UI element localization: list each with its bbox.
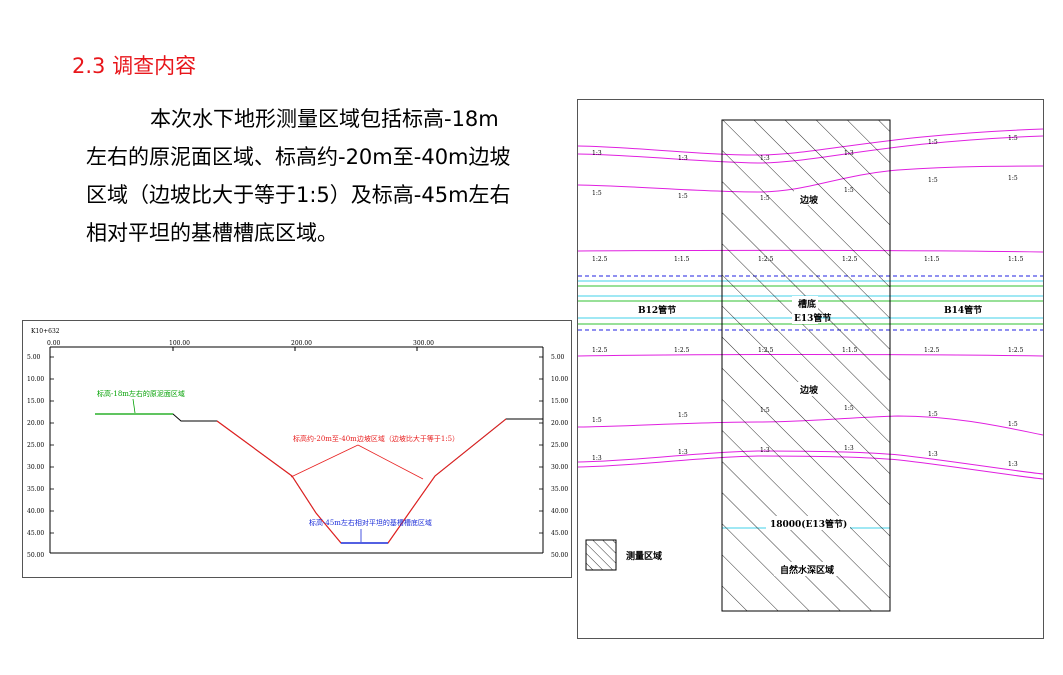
b12-label-bg [636,302,674,316]
x-tick-0: 0.00 [47,340,61,347]
plan-labels: 边坡 槽底 E13管节 B12管节 B14管节 边坡 18000(E13管节) … [638,194,982,576]
left-slope-highlight [216,420,342,544]
plan-view-panel: 边坡 槽底 E13管节 B12管节 B14管节 边坡 18000(E13管节) … [577,99,1044,639]
ratio-row5-c: 1:5 [760,407,770,414]
ratio-row2-b: 1:5 [678,193,688,200]
label-natural-depth: 自然水深区域 [780,564,834,576]
ratio-row2-a: 1:5 [592,190,602,197]
y-tick-right-50: 50.00 [551,552,568,559]
legend-label: 测量区域 [626,550,662,562]
y-tick-right-25: 25.00 [551,442,568,449]
ratio-row4-f: 1:2.5 [1008,347,1024,354]
label-b12: B12管节 [638,304,676,316]
ratio-row2-d: 1:5 [844,187,854,194]
y-tick-right-30: 30.00 [551,464,568,471]
label-trench-bottom: 槽底 [798,298,816,310]
ratio-row3-f: 1:1.5 [1008,256,1024,263]
ratio-row1-a: 1:3 [592,150,602,157]
y-tick-left-45: 45.00 [27,530,44,537]
ratio-row2-c: 1:5 [760,195,770,202]
ratio-row4-a: 1:2.5 [592,347,608,354]
ratio-row4-c: 1:2.5 [758,347,774,354]
station-label: K10+632 [31,328,60,335]
y-tick-left-35: 35.00 [27,486,44,493]
y-tick-left-30: 30.00 [27,464,44,471]
label-b14: B14管节 [944,304,982,316]
seabed-region-label: 标高-18m左右的原泥面区域 [97,389,185,398]
label-e13-length: 18000(E13管节) [770,518,847,530]
ratio-row5-e: 1:5 [928,411,938,418]
legend-hatch-swatch [585,539,617,571]
ratio-row3-a: 1:2.5 [592,256,608,263]
y-tick-left-5: 5.00 [27,354,41,361]
x-tick-200: 200.00 [291,340,312,347]
plan-view-svg: 边坡 槽底 E13管节 B12管节 B14管节 边坡 18000(E13管节) … [577,119,1044,612]
paragraph-text: 本次水下地形测量区域包括标高-18m左右的原泥面区域、标高约-20m至-40m边… [86,107,511,245]
right-slope-highlight [387,418,507,544]
ratio-row3-e: 1:1.5 [924,256,940,263]
ratio-row5-f: 1:5 [1008,421,1018,428]
ratio-row1-d: 1:3 [844,150,854,157]
slope-upper-label-bg [794,191,818,205]
intro-paragraph: 本次水下地形测量区域包括标高-18m左右的原泥面区域、标高约-20m至-40m边… [86,100,516,252]
y-tick-right-5: 5.00 [551,354,565,361]
natural-depth-label-bg [774,562,844,576]
ratio-row6-c: 1:3 [760,447,770,454]
y-ticks-left: 5.00 10.00 15.00 20.00 25.00 30.00 35.00… [27,354,44,559]
seabed-leader-line [132,398,136,414]
label-slope-lower: 边坡 [799,384,819,396]
label-e13: E13管节 [794,312,831,324]
y-tick-right-45: 45.00 [551,530,568,537]
ratio-row1-f: 1:5 [1008,135,1018,142]
ratio-row4-e: 1:2.5 [924,347,940,354]
ratio-row2-f: 1:5 [1008,175,1018,182]
ratio-row6-e: 1:3 [928,451,938,458]
y-tick-left-10: 10.00 [27,376,44,383]
y-tick-left-50: 50.00 [27,552,44,559]
ratio-row4-b: 1:2.5 [674,347,690,354]
ratio-row6-a: 1:3 [592,455,602,462]
y-tick-right-10: 10.00 [551,376,568,383]
y-tick-left-25: 25.00 [27,442,44,449]
slope-ratio-labels: 1:3 1:3 1:3 1:3 1:5 1:5 1:5 1:5 1:5 1:5 … [592,135,1024,468]
ratio-row3-b: 1:1.5 [674,256,690,263]
y-tick-right-15: 15.00 [551,398,568,405]
x-tick-100: 100.00 [169,340,190,347]
x-tick-300: 300.00 [413,340,434,347]
y-tick-right-40: 40.00 [551,508,568,515]
slope-leader-left [290,444,359,478]
ratio-row2-e: 1:5 [928,177,938,184]
section-heading: 2.3 调查内容 [72,54,197,78]
ratio-row5-b: 1:5 [678,412,688,419]
ratio-row3-d: 1:2.5 [842,256,858,263]
y-tick-right-20: 20.00 [551,420,568,427]
ratio-row6-d: 1:3 [844,445,854,452]
y-tick-marks [50,356,543,554]
ratio-row4-d: 1:1.5 [842,347,858,354]
ratio-row1-e: 1:5 [928,139,938,146]
length-label-bg [766,516,850,530]
slope-lower-label-bg [794,382,820,396]
trench-center-label-bg [792,296,818,324]
y-tick-left-40: 40.00 [27,508,44,515]
b14-label-bg [942,302,980,316]
ratio-row6-b: 1:3 [678,449,688,456]
slope-leader-right [357,444,424,480]
ratio-row1-b: 1:3 [678,155,688,162]
label-slope-upper: 边坡 [799,194,819,206]
y-tick-left-20: 20.00 [27,420,44,427]
cross-section-svg: K10+632 0.00 100.00 200.00 300.00 5.00 1… [27,328,568,559]
ratio-row5-d: 1:5 [844,405,854,412]
y-tick-left-15: 15.00 [27,398,44,405]
ratio-row3-c: 1:2.5 [758,256,774,263]
ratio-row5-a: 1:5 [592,417,602,424]
ratio-row1-c: 1:3 [760,155,770,162]
cross-section-panel: K10+632 0.00 100.00 200.00 300.00 5.00 1… [22,320,572,578]
bottom-region-label: 标高-45m左右相对平坦的基槽槽底区域 [309,518,432,527]
slope-region-label: 标高约-20m至-40m边坡区域（边坡比大于等于1:5） [293,434,459,443]
y-tick-right-35: 35.00 [551,486,568,493]
ratio-row6-f: 1:3 [1008,461,1018,468]
y-ticks-right: 5.00 10.00 15.00 20.00 25.00 30.00 35.00… [551,354,568,559]
